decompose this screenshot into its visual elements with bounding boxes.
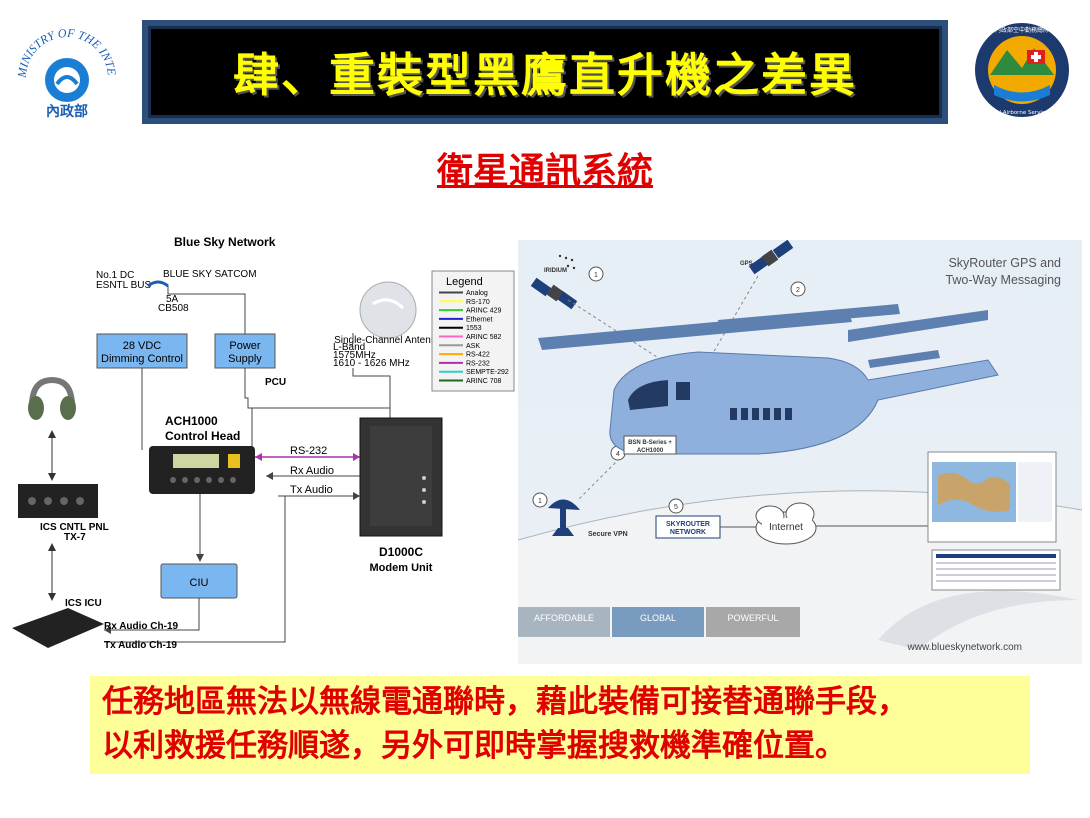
bsn-label-1: BSN B-Series + (628, 440, 672, 446)
cb-id: CB508 (158, 303, 189, 314)
website-url: www.blueskynetwork.com (907, 642, 1022, 653)
legend-item-label: ARINC 708 (466, 378, 502, 385)
legend-item-label: 1553 (466, 325, 482, 332)
secure-vpn-label: Secure VPN (588, 531, 628, 538)
marker-5: 1 (538, 498, 542, 505)
tab-affordable-label: AFFORDABLE (534, 613, 594, 623)
power-label-1: Power (229, 340, 261, 352)
dimming-label-1: 28 VDC (123, 340, 162, 352)
tab-powerful (706, 607, 800, 637)
gps-label: GPS (740, 261, 753, 267)
ciu-label: CIU (190, 577, 209, 589)
logo-bottom-text: National Airborne Service Corps (978, 110, 1066, 116)
modem-label-2: Modem Unit (370, 562, 433, 574)
bsn-label-2: ACH1000 (637, 448, 664, 454)
lband-1: L-Band (333, 342, 365, 353)
dimming-label-2: Dimming Control (101, 353, 183, 365)
logo-chinese-text: 內政部 (46, 103, 88, 120)
satellite-dish-icon (548, 499, 580, 536)
ics-icu-label: ICS ICU (65, 598, 102, 609)
satcom-wiring-diagram: Blue Sky Network No.1 DC ESNTL BUS BLUE … (8, 228, 518, 664)
antenna-label: Single-Channel Antenna (334, 335, 442, 346)
marker-4: 4 (616, 451, 620, 458)
internet-cloud-icon (755, 502, 817, 545)
dc-bus-label: No.1 DC (96, 270, 134, 281)
lband-3: 1610 - 1626 MHz (333, 358, 410, 369)
iridium-label: IRIDIUM (544, 268, 567, 274)
title-banner: 肆、重裝型黑鷹直升機之差異 (142, 20, 948, 124)
tab-global (612, 607, 704, 637)
note-line-2: 以利救援任務順遂，另外可即時掌握搜救機準確位置。 (102, 728, 846, 764)
section-subtitle: 衛星通訊系統 (436, 151, 653, 192)
legend-item-label: ASK (466, 343, 480, 350)
legend-title: Legend (446, 276, 483, 288)
dc-bus-label-2: ESNTL BUS (96, 280, 152, 291)
control-head-device-icon (149, 446, 255, 494)
skyrouter-panel: SkyRouter GPS and Two-Way Messaging IRID… (517, 239, 1083, 664)
tx-audio-label: Tx Audio (290, 484, 333, 496)
internet-label: Internet (769, 522, 803, 533)
ics-cntl-label-1: ICS CNTL PNL (40, 522, 109, 533)
panel-heading-1: SkyRouter GPS and (948, 256, 1061, 270)
rx-audio-label: Rx Audio (290, 465, 334, 477)
ministry-of-interior-logo: MINISTRY OF THE INTERIOR 內政部 (7, 9, 122, 120)
power-supply-box (214, 333, 276, 369)
ach-label-2: Control Head (165, 429, 240, 443)
headset-icon (28, 376, 76, 420)
satcom-label: BLUE SKY SATCOM (163, 269, 257, 280)
pcu-label: PCU (265, 377, 286, 388)
tab-powerful-label: POWERFUL (727, 613, 778, 623)
rx-ch-label: Rx Audio Ch-19 (104, 621, 179, 632)
legend-item-label: Ethernet (466, 316, 493, 323)
legend-item-label: Analog (466, 290, 488, 297)
tx-ch-label: Tx Audio Ch-19 (104, 640, 177, 651)
ach-label-1: ACH1000 (165, 414, 218, 428)
legend-item-label: RS-422 (466, 352, 490, 359)
circuit-breaker-icon (147, 280, 169, 288)
power-label-2: Supply (228, 353, 262, 365)
marker-1: 1 (594, 272, 598, 279)
legend-item-label: ARINC 582 (466, 334, 502, 341)
legend-item-label: RS-170 (466, 299, 490, 306)
logo-top-text: 內政部空中勤務總隊 (995, 26, 1049, 34)
tracking-software-screenshot (927, 451, 1061, 591)
ics-icu-device-icon (12, 608, 104, 648)
diagram-title: Blue Sky Network (174, 235, 276, 249)
ics-cntl-label-2: TX-7 (64, 532, 86, 543)
cb-amp: 5A (166, 294, 179, 305)
marker-2: 2 (796, 287, 800, 294)
national-airborne-service-logo: 內政部空中勤務總隊 National Airborne Service Corp… (972, 20, 1072, 120)
helicopter-icon (538, 304, 999, 455)
rs232-label: RS-232 (290, 445, 327, 457)
lband-2: 1575MHz (333, 350, 376, 361)
feature-tabs: AFFORDABLE GLOBAL POWERFUL (518, 607, 800, 637)
modem-label-1: D1000C (379, 545, 423, 559)
antenna-icon (359, 281, 417, 339)
legend-item-label: RS-232 (466, 360, 490, 367)
marker-6: 5 (674, 504, 678, 511)
skyrouter-label-2: NETWORK (670, 529, 706, 536)
note-line-1: 任務地區無法以無線電通聯時，藉此裝備可接替通聯手段， (102, 684, 908, 720)
page-title: 肆、重裝型黑鷹直升機之差異 (233, 48, 857, 102)
summary-note: 任務地區無法以無線電通聯時，藉此裝備可接替通聯手段， 以利救援任務順遂，另外可即… (90, 676, 1030, 774)
legend-item-label: ARINC 429 (466, 308, 502, 315)
tab-affordable (518, 607, 610, 637)
tab-global-label: GLOBAL (640, 613, 676, 623)
iridium-satellite-icon (530, 277, 578, 310)
panel-heading-2: Two-Way Messaging (945, 273, 1061, 287)
skyrouter-label-1: SKYROUTER (666, 521, 710, 528)
legend-item-label: SEMPTE-292 (466, 369, 509, 376)
gps-satellite-icon (748, 239, 794, 275)
